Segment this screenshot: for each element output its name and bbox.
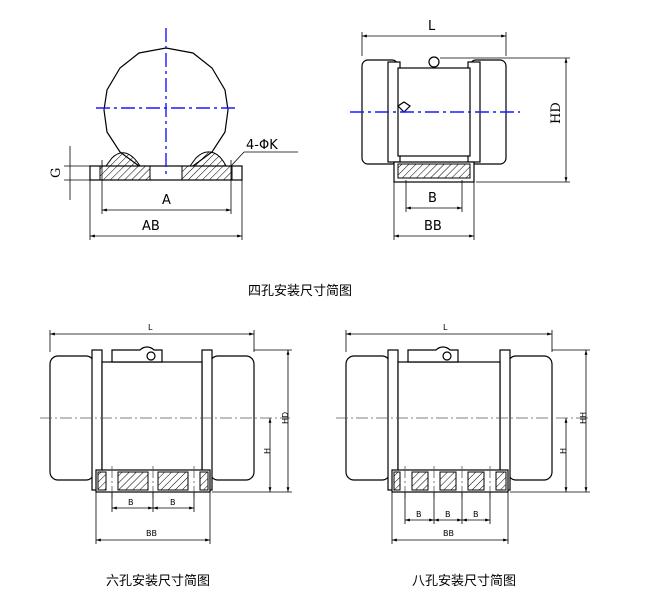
six-base-hatch-3 xyxy=(157,471,189,491)
eight-label-b1: B xyxy=(416,510,422,519)
eight-right-flange xyxy=(499,349,511,491)
left-support xyxy=(99,152,151,181)
eight-label-b3: B xyxy=(473,510,479,519)
six-lifting-eye xyxy=(146,351,156,361)
eight-left-flange xyxy=(387,349,399,491)
six-hole-side-view: L HD H B B BB xyxy=(40,323,292,544)
label-g: G xyxy=(49,168,64,178)
six-label-bb: BB xyxy=(146,529,157,538)
six-base-hatch-2 xyxy=(117,471,149,491)
label-a: A xyxy=(162,193,171,208)
eight-hole-side-view: L HH H B B B BB xyxy=(336,323,590,544)
eight-label-h: H xyxy=(559,448,568,454)
eight-motor-body xyxy=(397,361,501,473)
label-bb: BB xyxy=(424,219,442,234)
six-label-l: L xyxy=(148,323,153,332)
eight-base-hatch-5 xyxy=(495,471,507,491)
six-base-hatch-1 xyxy=(97,471,107,491)
caption-six-hole: 六孔安装尺寸简图 xyxy=(106,574,211,589)
label-hole-count: 4-ΦK xyxy=(246,138,278,153)
six-label-b2: B xyxy=(170,498,176,507)
six-label-h: H xyxy=(263,448,272,454)
six-label-b1: B xyxy=(128,498,134,507)
eight-label-hh: HH xyxy=(579,412,588,424)
six-motor-body xyxy=(101,361,203,473)
four-hole-side-view: L HD B BB xyxy=(350,19,570,240)
caption-eight-hole: 八孔安装尺寸简图 xyxy=(412,574,517,589)
eight-lifting-eye xyxy=(442,351,452,361)
eight-label-b2: B xyxy=(445,510,451,519)
lifting-eye xyxy=(428,56,440,68)
six-right-flange xyxy=(201,349,213,491)
shaft-marker xyxy=(397,101,411,113)
six-label-hd: HD xyxy=(281,412,290,424)
caption-four-hole: 四孔安装尺寸简图 xyxy=(248,284,353,299)
eight-base-hatch-4 xyxy=(467,471,485,491)
eight-label-l: L xyxy=(443,323,448,332)
right-support xyxy=(181,151,233,181)
eight-base-hatch-3 xyxy=(439,471,457,491)
eight-base-hatch-1 xyxy=(393,471,401,491)
eight-base-hatch-2 xyxy=(411,471,429,491)
eight-label-bb: BB xyxy=(443,529,454,538)
label-l: L xyxy=(428,19,436,34)
label-b: B xyxy=(428,191,437,206)
hole-leader xyxy=(230,151,245,167)
label-ab: AB xyxy=(142,219,160,234)
base-hatch xyxy=(397,163,471,179)
label-hd: HD xyxy=(549,102,564,124)
six-base-hatch-4 xyxy=(199,471,209,491)
six-left-flange xyxy=(91,349,103,491)
four-hole-front-view: G 4-ΦK A AB xyxy=(49,28,298,240)
